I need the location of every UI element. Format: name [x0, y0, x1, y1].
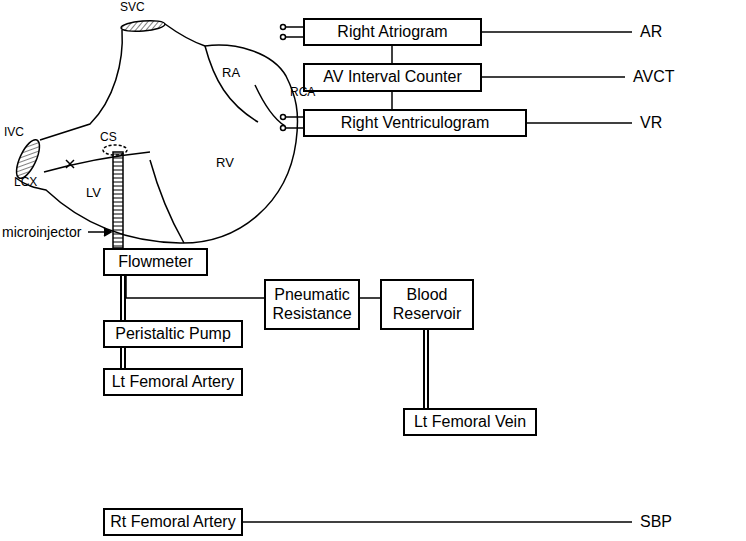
box-label: Lt Femoral Vein — [414, 413, 526, 431]
part-label: AR — [640, 24, 662, 40]
heart-outline — [12, 19, 298, 243]
box-label: Flowmeter — [118, 253, 193, 271]
part-label: SVC — [120, 1, 145, 13]
box-label: Peristaltic Pump — [115, 325, 231, 343]
process-box: Rt Femoral Artery — [103, 508, 243, 536]
process-box: AV Interval Counter — [303, 63, 482, 92]
connector — [360, 298, 380, 299]
part-label: RA — [222, 66, 240, 79]
tube-bore — [425, 330, 427, 408]
wire-line — [360, 297, 380, 299]
connector — [392, 46, 393, 63]
box-label: Right Atriogram — [337, 23, 447, 41]
part-label: RV — [216, 156, 234, 169]
part-label: CS — [100, 131, 117, 143]
part-label: AVCT — [633, 69, 674, 85]
connector — [123, 276, 124, 320]
connector — [426, 330, 427, 408]
process-box: Flowmeter — [103, 248, 208, 276]
connector — [392, 92, 393, 109]
process-box: Peristaltic Pump — [103, 320, 243, 348]
connector — [123, 348, 124, 368]
part-label: LV — [86, 186, 101, 199]
wire-line — [391, 46, 393, 63]
wire-line — [126, 276, 264, 298]
part-label: microinjector — [2, 225, 81, 239]
microinjector-tube — [113, 152, 123, 248]
part-label: LCX — [14, 176, 37, 188]
box-label: Rt Femoral Artery — [110, 513, 235, 531]
process-box: Lt Femoral Artery — [103, 368, 243, 396]
tube-line — [120, 276, 126, 320]
tube-bore — [122, 348, 124, 368]
process-box: Pneumatic Resistance — [264, 279, 360, 330]
box-label: Lt Femoral Artery — [112, 373, 235, 391]
process-box: Right Ventriculogram — [303, 109, 527, 137]
box-label: Right Ventriculogram — [341, 114, 490, 132]
part-label: RCA — [290, 86, 315, 98]
connector — [126, 276, 264, 298]
part-label: SBP — [640, 514, 672, 530]
wire-line — [391, 92, 393, 109]
process-box: Lt Femoral Vein — [403, 408, 537, 436]
tube-bore — [122, 276, 124, 320]
leader-lines — [88, 25, 632, 523]
process-box: Right Atriogram — [303, 18, 482, 46]
box-label: AV Interval Counter — [323, 68, 461, 86]
box-label: Pneumatic Resistance — [271, 286, 353, 323]
tube-line — [120, 348, 126, 368]
box-label: Blood Reservoir — [387, 286, 467, 323]
process-box: Blood Reservoir — [380, 279, 474, 330]
part-label: IVC — [4, 126, 24, 138]
tube-line — [423, 330, 429, 408]
part-label: VR — [640, 115, 662, 131]
